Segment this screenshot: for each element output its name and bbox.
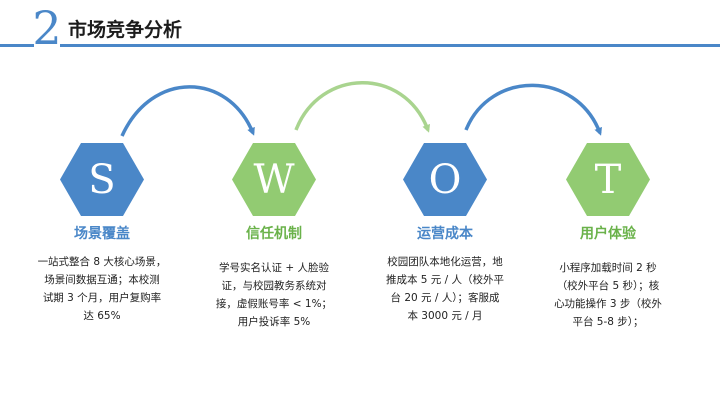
header-rule-left [0,44,34,47]
header-rule-right [60,44,720,47]
page-title: 市场竞争分析 [68,19,183,41]
strength-title: 场景覆盖 [74,226,130,242]
arc-s-to-w [120,85,255,137]
weakness-description: 学号实名认证 + 人脸验 证，与校园教务系统对 接，虚假账号率 < 1%； 用户… [215,262,333,328]
arc-o-to-t [464,83,602,136]
threat-description: 小程序加载时间 2 秒 （校外平台 5 秒）；核 心功能操作 3 步（校外 平台… [554,262,662,328]
arc-w-to-o [294,81,430,133]
weakness-title: 信任机制 [246,226,302,242]
opportunity-title: 运营成本 [417,226,473,242]
section-number: 2 [32,1,62,55]
hex-strength: S [60,143,144,216]
opportunity-description: 校园团队本地化运营，地 推成本 5 元 / 人（校外平 台 20 元 / 人）；… [385,256,505,322]
strength-description: 一站式整合 8 大核心场景， 场景间数据互通；本校测 试期 3 个月，用户复购率… [37,256,167,322]
hex-threat: T [566,143,650,216]
hex-opportunity: O [403,143,487,216]
hex-weakness: W [232,143,316,216]
threat-title: 用户体验 [580,226,636,242]
